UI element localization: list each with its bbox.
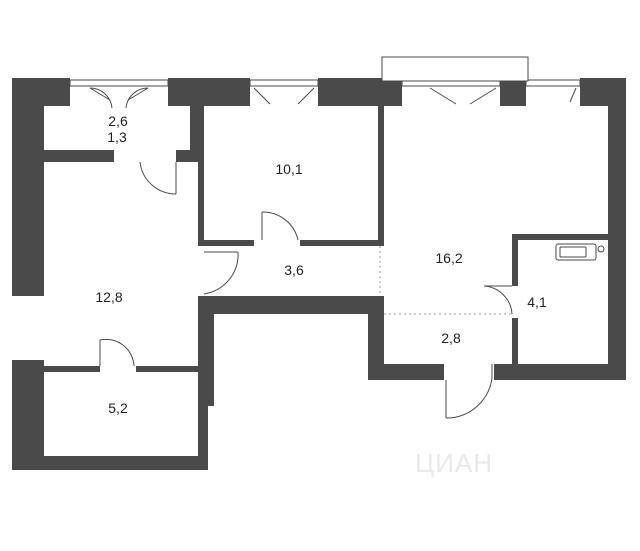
room-label-entry: 2,8 (441, 330, 461, 346)
balcony-frame (381, 56, 529, 82)
wall-hall-bottom (198, 296, 384, 314)
room-label-bedroom: 10,1 (275, 161, 303, 177)
wall-balcony-right (198, 368, 208, 470)
wall-balcony-top-right (136, 366, 208, 372)
wall-balcony-left (12, 360, 44, 470)
windows (69, 56, 581, 87)
window-bath (69, 79, 169, 87)
wall-bedroom-bottom-right (300, 240, 384, 246)
wall-closet-left-lower (512, 318, 518, 366)
room-label-closet: 4,1 (527, 294, 547, 310)
room-label-bath-sub-area: 1,3 (107, 129, 127, 145)
door-large-room (203, 251, 239, 295)
stove-icon (555, 243, 605, 261)
door-bath-window-left (89, 87, 113, 109)
room-label-balcony: 5,2 (108, 400, 128, 416)
wall-bedroom-left (198, 106, 204, 246)
wall-closet-left (512, 236, 518, 286)
wall-top-pillar (500, 78, 526, 106)
doors (89, 87, 577, 419)
window-balcony-door (525, 79, 581, 87)
wall-bath-bottom-right (176, 150, 204, 162)
door-bedroom (261, 211, 299, 241)
wall-balcony-top-left (44, 366, 100, 372)
wall-top-bedroom-right (318, 78, 402, 106)
door-living-window-right (469, 87, 497, 105)
door-entrance (445, 364, 493, 419)
room-label-living: 16,2 (435, 250, 463, 266)
wall-top-left (12, 78, 70, 106)
zone-lines (379, 246, 512, 315)
door-balcony (99, 338, 135, 367)
door-living-window-left (429, 87, 457, 105)
room-label-large-room: 12,8 (95, 289, 123, 305)
door-bedroom-window-left (253, 87, 271, 105)
door-bath-window-right (125, 87, 149, 109)
wall-bath-bottom-left (44, 150, 114, 162)
wall-bedroom-bottom-left (198, 240, 254, 246)
room-label-hallway: 3,6 (284, 262, 304, 278)
door-balcony-window (569, 87, 577, 103)
wall-entry-left (368, 296, 384, 378)
wall-top-bath-right (168, 78, 250, 106)
wall-right-outer (608, 78, 626, 378)
wall-bedroom-right (378, 106, 384, 246)
wall-left-outer (12, 78, 44, 296)
door-bedroom-window-right (297, 87, 315, 105)
door-closet (483, 285, 513, 315)
window-bedroom (249, 79, 319, 87)
door-bath (139, 161, 177, 195)
wall-entry-bottom-right (494, 364, 626, 380)
wall-closet-top (512, 234, 608, 240)
watermark: ЦИАН (415, 448, 494, 478)
wall-entry-bottom-left (368, 364, 444, 380)
walls (12, 78, 626, 470)
wall-balcony-bottom (12, 456, 208, 470)
room-label-bath-area: 2,6 (108, 113, 128, 129)
